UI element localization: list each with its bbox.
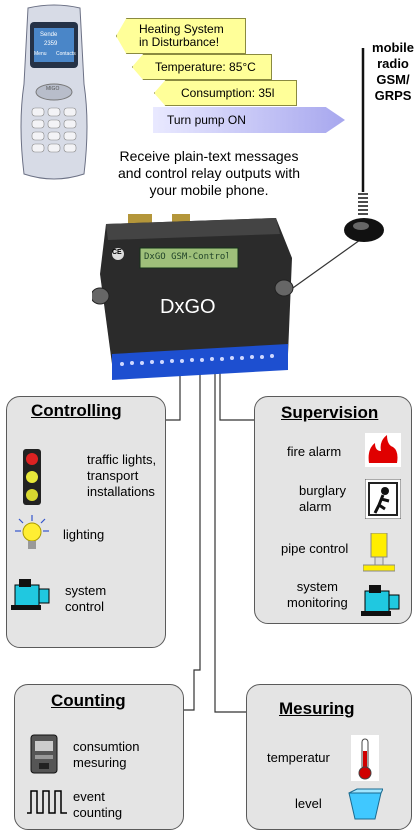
controlling-traffic-text: traffic lights, transport installations	[87, 452, 156, 500]
supervision-pipe-text: pipe control	[281, 541, 349, 556]
supervision-monitoring-line1: system	[296, 579, 338, 594]
counting-consumption-text: consumtion mesuring	[73, 739, 139, 771]
mesuring-temperature-text: temperatur	[267, 750, 330, 765]
counting-consumption-line2: mesuring	[73, 755, 127, 770]
callout-heating: Heating System in Disturbance!	[116, 18, 246, 54]
callout-consumption: Consumption: 35l	[154, 80, 297, 106]
device-lcd-text: DxGO GSM-Control	[144, 252, 228, 262]
counting-title: Counting	[51, 691, 126, 710]
counting-event-line1: event	[73, 789, 105, 804]
intro-line3: your mobile phone.	[149, 182, 269, 198]
light-bulb-icon	[15, 515, 49, 549]
dxgo-device	[92, 214, 294, 380]
phone-brand: MIGO	[46, 86, 60, 92]
mesuring-panel: Mesuring temperatur level	[246, 684, 412, 830]
counting-event-line2: counting	[73, 805, 123, 820]
phone-softkey-right: Contacts	[56, 51, 76, 57]
controlling-system-text: system control	[65, 583, 106, 615]
controlling-traffic-line3: installations	[87, 484, 155, 499]
intro-text: Receive plain-text messages and control …	[100, 148, 318, 199]
supervision-burglary-text: burglary alarm	[299, 483, 346, 515]
phone-softkey-left: Menu	[34, 51, 47, 57]
phone-screen-number: 2359	[44, 41, 58, 47]
burglary-icon	[365, 479, 401, 519]
supervision-burglary-line1: burglary	[299, 483, 346, 498]
supervision-monitoring-line2: monitoring	[287, 595, 348, 610]
pipe-control-icon	[363, 533, 395, 572]
antenna-label-line3: GSM/	[376, 72, 410, 87]
phone-screen-name: Sende	[40, 32, 58, 38]
device-name: DxGO	[160, 296, 216, 318]
counting-event-text: event counting	[73, 789, 122, 821]
antenna-label-line2: radio	[377, 56, 409, 71]
pulse-icon	[27, 790, 67, 814]
controlling-traffic-line1: traffic lights,	[87, 452, 157, 467]
system-control-icon	[11, 579, 50, 610]
thermometer-icon	[351, 735, 379, 781]
controlling-system-line2: control	[65, 599, 105, 614]
supervision-burglary-line2: alarm	[299, 499, 332, 514]
supervision-monitoring-text: system monitoring	[287, 579, 348, 611]
supervision-title: Supervision	[281, 403, 379, 422]
level-icon	[348, 788, 383, 820]
callout-heating-line1: Heating System	[139, 22, 224, 36]
controlling-lighting-text: lighting	[63, 527, 105, 542]
meter-icon	[30, 734, 58, 774]
traffic-light-icon	[23, 449, 41, 505]
controlling-traffic-line2: transport	[87, 468, 139, 483]
callout-temperature: Temperature: 85°C	[132, 54, 272, 80]
controlling-system-line1: system	[65, 583, 107, 598]
antenna-label: mobile radio GSM/ GRPS	[368, 40, 418, 104]
intro-line1: Receive plain-text messages	[119, 148, 299, 164]
intro-line2: and control relay outputs with	[117, 165, 301, 181]
supervision-fire-text: fire alarm	[287, 444, 342, 459]
supervision-panel: Supervision fire alarm burglary alarm pi…	[254, 396, 412, 624]
callout-heating-line2: in Disturbance!	[139, 35, 220, 49]
counting-consumption-line1: consumtion	[73, 739, 140, 754]
antenna-label-line1: mobile	[372, 40, 414, 55]
fire-icon	[365, 433, 401, 467]
antenna-label-line4: GRPS	[374, 88, 412, 103]
callout-pump: Turn pump ON	[153, 107, 345, 133]
ce-mark: CE	[112, 249, 122, 256]
antenna-icon	[344, 48, 384, 242]
controlling-title: Controlling	[31, 401, 122, 420]
mesuring-level-text: level	[295, 796, 322, 811]
system-monitoring-icon	[361, 585, 400, 616]
controlling-panel: Controlling traffic lights, transport in…	[6, 396, 166, 648]
mobile-phone	[20, 4, 88, 180]
mesuring-title: Mesuring	[279, 699, 355, 718]
counting-panel: Counting consumtion mesuring event count…	[14, 684, 184, 830]
